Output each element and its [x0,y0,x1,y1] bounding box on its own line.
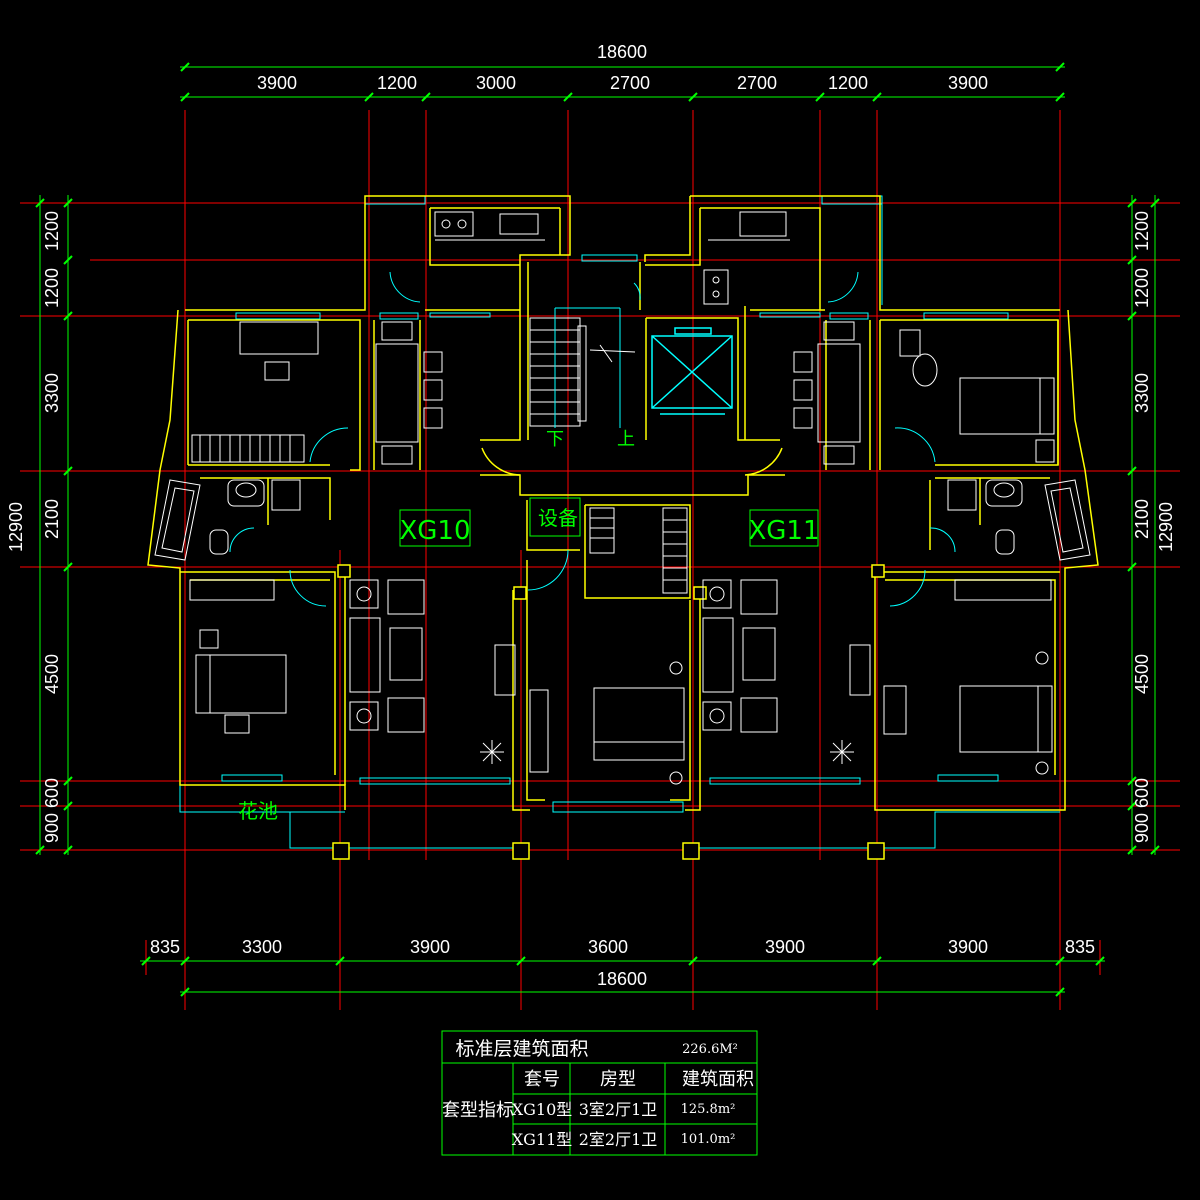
bottom-dim-3: 3900 [410,937,450,957]
top-dim-5: 2700 [737,73,777,93]
elevator [651,327,733,415]
left-dim-7: 900 [42,813,62,843]
table-row-2-area: 101.0m² [681,1132,736,1147]
left-total-dim: 12900 [6,502,26,552]
table-col-area: 建筑面积 [682,1069,754,1090]
plant-icon [480,740,854,764]
bottom-total-dim: 18600 [597,969,647,989]
windows [179,195,1060,849]
right-dim-2: 1200 [1132,268,1152,308]
top-dim-4: 2700 [610,73,650,93]
bottom-dim-4: 3600 [588,937,628,957]
table-row-1-code: XG10型 [512,1100,573,1119]
unit-b-tag-frame [749,509,819,547]
right-total-dim: 12900 [1156,502,1176,552]
doors [229,271,956,607]
flower-bed-label: 花池 [238,799,278,823]
left-dim-4: 2100 [42,499,62,539]
table-row-1-type: 3室2厅1卫 [579,1100,658,1119]
equipment-frame [529,497,581,537]
table-row-header: 套型指标 [442,1100,514,1121]
left-dim-1: 1200 [42,211,62,251]
left-dim-2: 1200 [42,268,62,308]
columns [332,564,885,860]
left-dim-5: 4500 [42,654,62,694]
right-dim-3: 3300 [1132,373,1152,413]
table-col-code: 套号 [524,1069,560,1090]
table-row-2-type: 2室2厅1卫 [579,1130,658,1149]
right-dim-6: 600 [1132,778,1152,808]
top-dim-1: 3900 [257,73,297,93]
dimension-lines [39,66,1156,993]
bottom-dim-7: 835 [1065,937,1095,957]
table-title: 标准层建筑面积 [455,1038,588,1060]
unit-b-label: XG11 [748,516,819,546]
right-dim-7: 900 [1132,813,1152,843]
equipment-label: 设备 [538,506,578,530]
table-total-area: 226.6M² [682,1042,738,1057]
furniture [154,211,1091,785]
bottom-dim-6: 3900 [948,937,988,957]
walls [147,195,1099,811]
table-row-2-code: XG11型 [512,1130,573,1149]
right-dim-5: 4500 [1132,654,1152,694]
top-dim-6: 1200 [828,73,868,93]
table-col-type: 房型 [600,1069,636,1090]
unit-a-label: XG10 [399,516,470,546]
door-leaves [481,447,783,476]
left-dim-6: 600 [42,778,62,808]
top-dim-7: 3900 [948,73,988,93]
area-table [441,1030,758,1156]
unit-a-tag-frame [399,509,471,547]
stair-down-label: 下 [546,429,564,450]
bottom-dim-5: 3900 [765,937,805,957]
left-dim-3: 3300 [42,373,62,413]
bottom-dim-1: 835 [150,937,180,957]
stair-up-label: 上 [617,429,635,450]
stair [529,307,636,428]
top-dim-2: 1200 [377,73,417,93]
axis-grid [20,110,1180,1010]
right-dim-4: 2100 [1132,499,1152,539]
top-total-dim: 18600 [597,42,647,62]
table-row-1-area: 125.8m² [681,1102,736,1117]
shaft [589,507,688,594]
right-dim-1: 1200 [1132,211,1152,251]
bottom-dim-2: 3300 [242,937,282,957]
top-dim-3: 3000 [476,73,516,93]
dimension-ticks [35,62,1160,997]
